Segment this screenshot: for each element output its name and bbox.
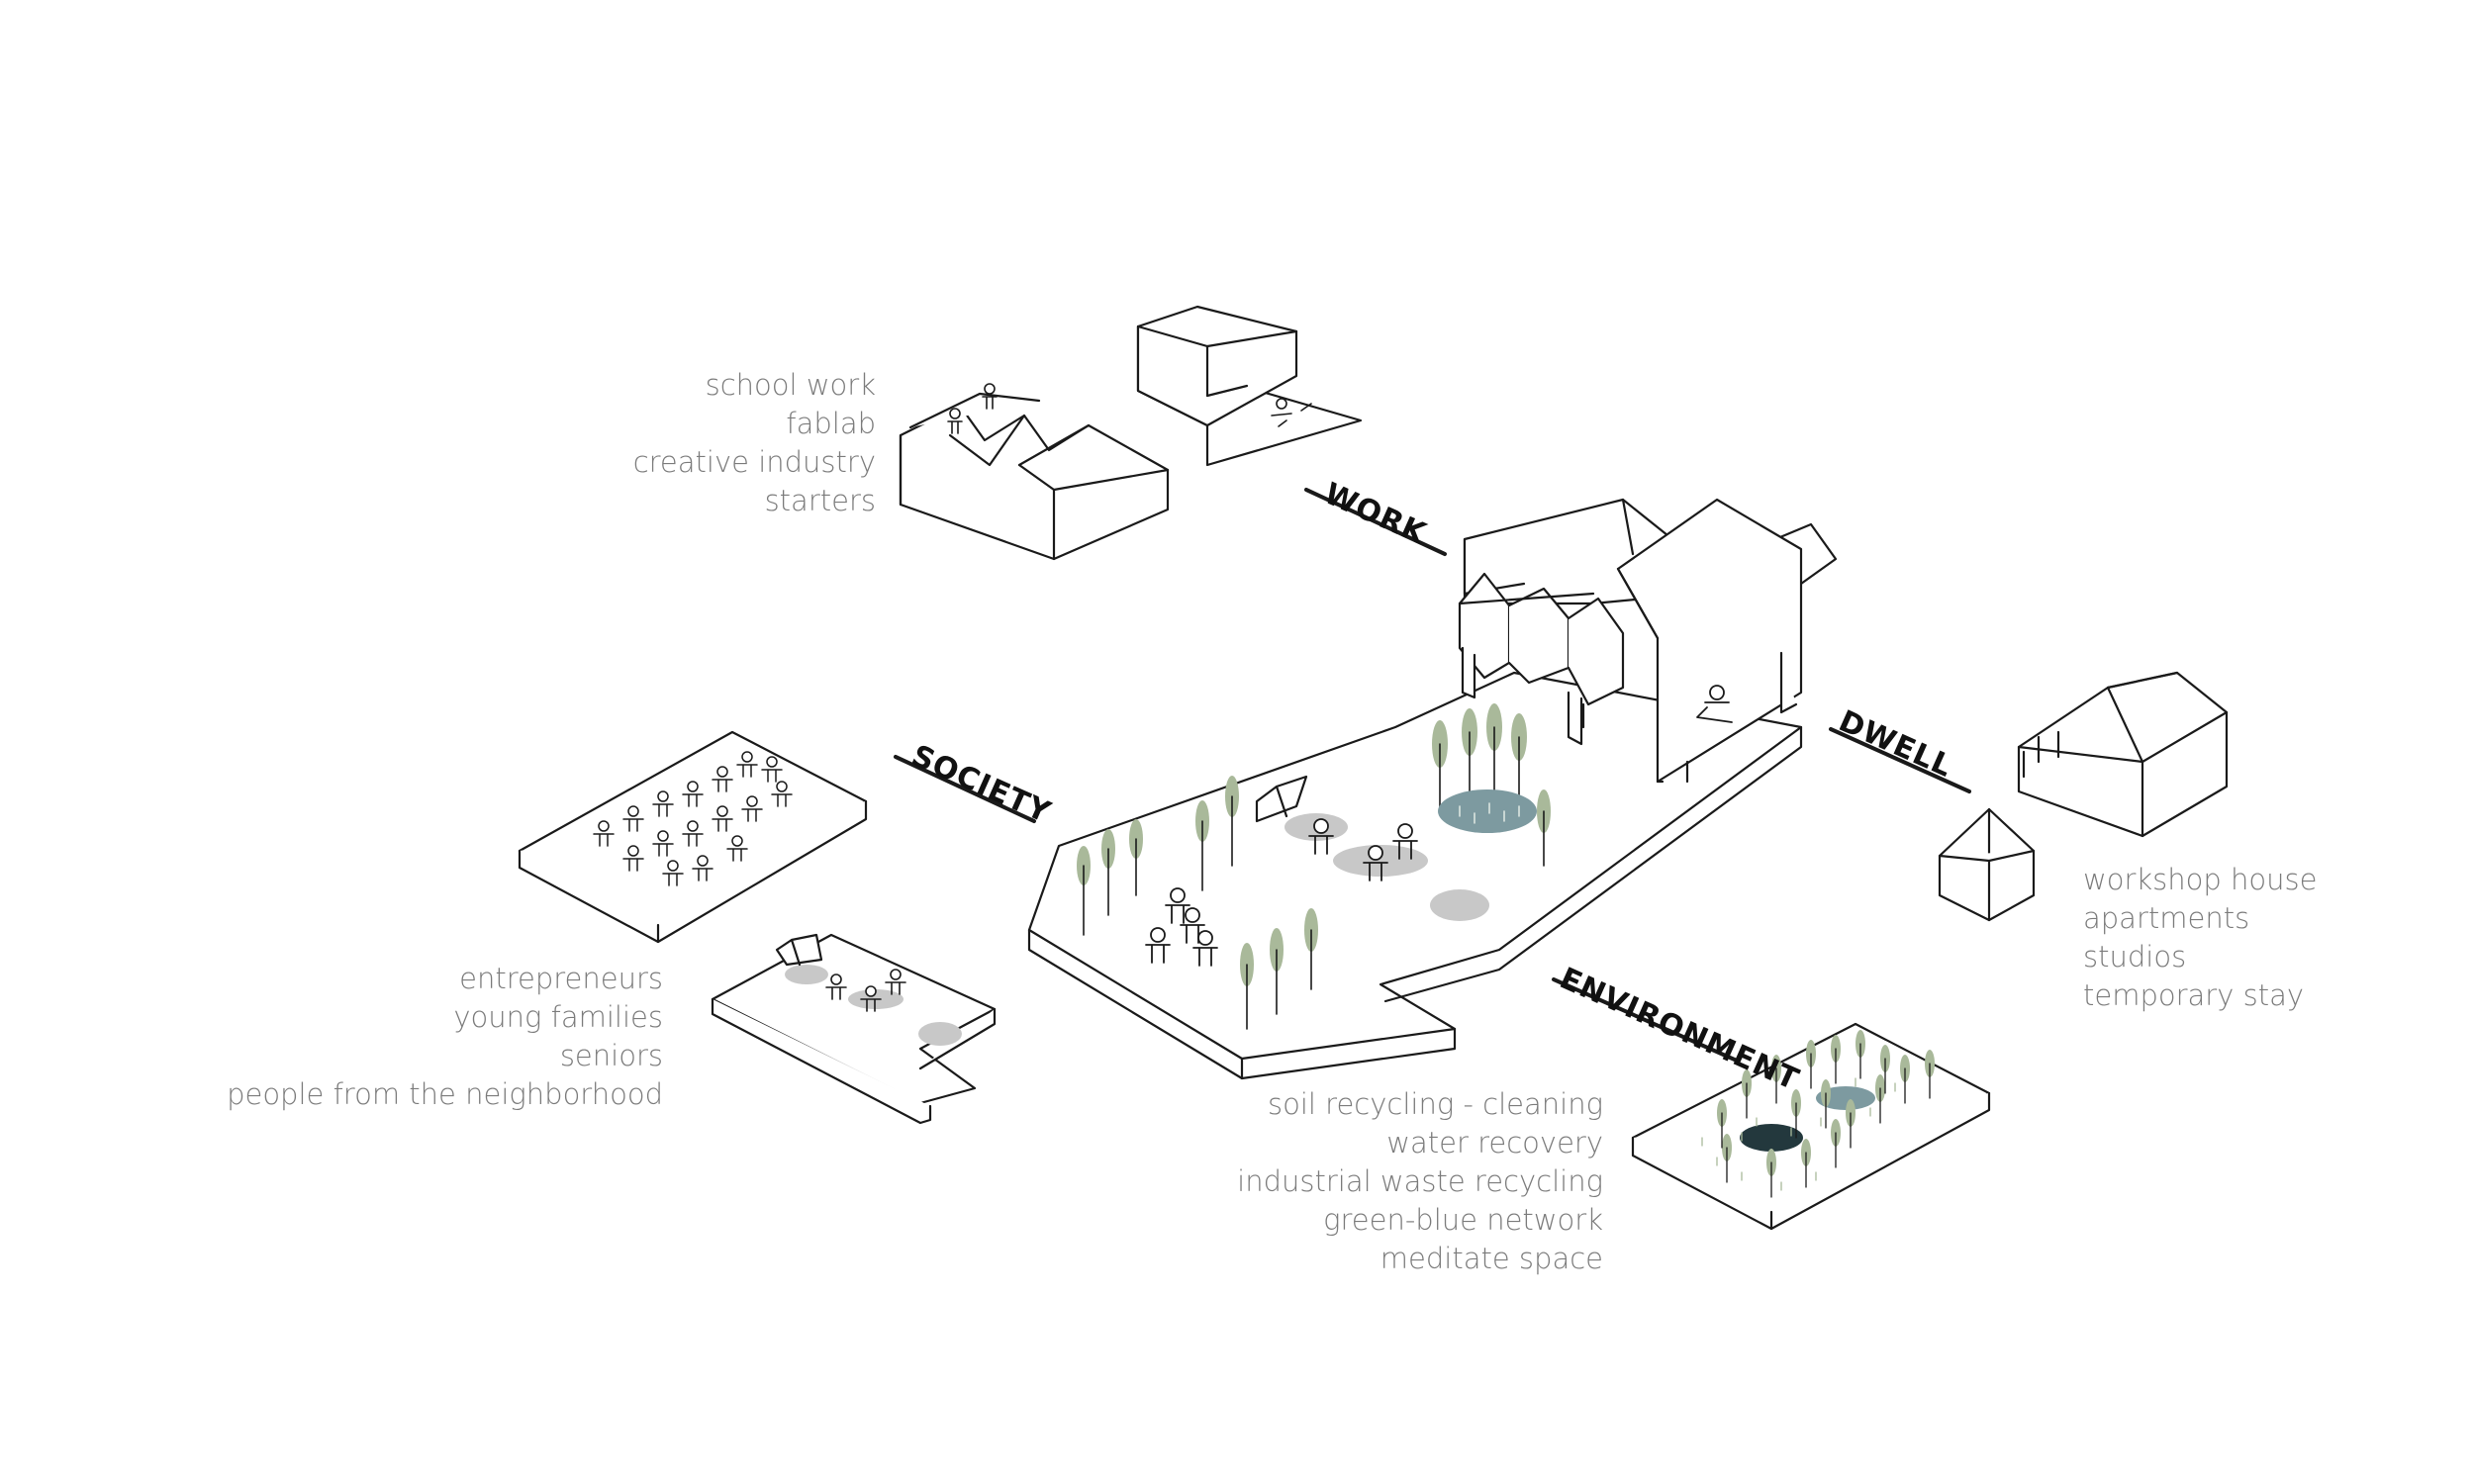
environment-item: meditate space	[1380, 1242, 1603, 1275]
central-people	[1145, 685, 1733, 967]
work-item: fablab	[786, 407, 876, 440]
dwell-small-house	[1938, 807, 2036, 922]
environment-item: soil recycling - cleaning	[1268, 1087, 1603, 1121]
environment-program-list: soil recycling - cleaning water recovery…	[1237, 1085, 1603, 1278]
environment-leader-line	[1552, 977, 1739, 1063]
central-pavilion	[1255, 775, 1308, 823]
work-program-list: school work fablab creative industry sta…	[633, 366, 876, 520]
dwell-item: temporary stay	[2083, 978, 2305, 1012]
dwell-program-list: workshop house apartments studios tempor…	[2083, 861, 2318, 1015]
dwell-leader-line	[1829, 727, 1971, 793]
society-item: people from the neighborhood	[227, 1077, 663, 1111]
main-factory-building	[1458, 498, 1838, 784]
society-item: seniors	[559, 1039, 663, 1072]
environment-item: industrial waste recycling	[1237, 1164, 1603, 1198]
dwell-large-house	[2017, 671, 2229, 838]
work-item: school work	[705, 368, 876, 402]
dwell-item: apartments	[2083, 901, 2250, 935]
work-leader-line	[1304, 488, 1447, 556]
work-studio-block	[1136, 305, 1363, 467]
leader-lines	[894, 488, 1971, 1063]
society-crowd-platform	[518, 730, 868, 944]
environment-trees	[1701, 1030, 1935, 1198]
society-leader-line	[894, 755, 1036, 823]
dwell-item: studios	[2083, 940, 2187, 974]
work-item: creative industry	[632, 445, 876, 479]
society-user-list: entrepreneurs young families seniors peo…	[227, 960, 663, 1114]
central-trees	[1077, 703, 1551, 1030]
society-item: young families	[453, 1000, 663, 1034]
work-sawtooth-building	[899, 383, 1170, 561]
environment-item: water recovery	[1386, 1126, 1603, 1159]
environment-item: green-blue network	[1323, 1203, 1603, 1237]
central-pond	[1438, 789, 1537, 833]
society-item: entrepreneurs	[459, 962, 663, 995]
dwell-item: workshop house	[2083, 863, 2318, 896]
work-item: starters	[764, 484, 876, 517]
society-plaza-people	[825, 969, 906, 1012]
society-plaza-pavilion	[775, 933, 823, 967]
environment-ponds	[1740, 1086, 1875, 1152]
